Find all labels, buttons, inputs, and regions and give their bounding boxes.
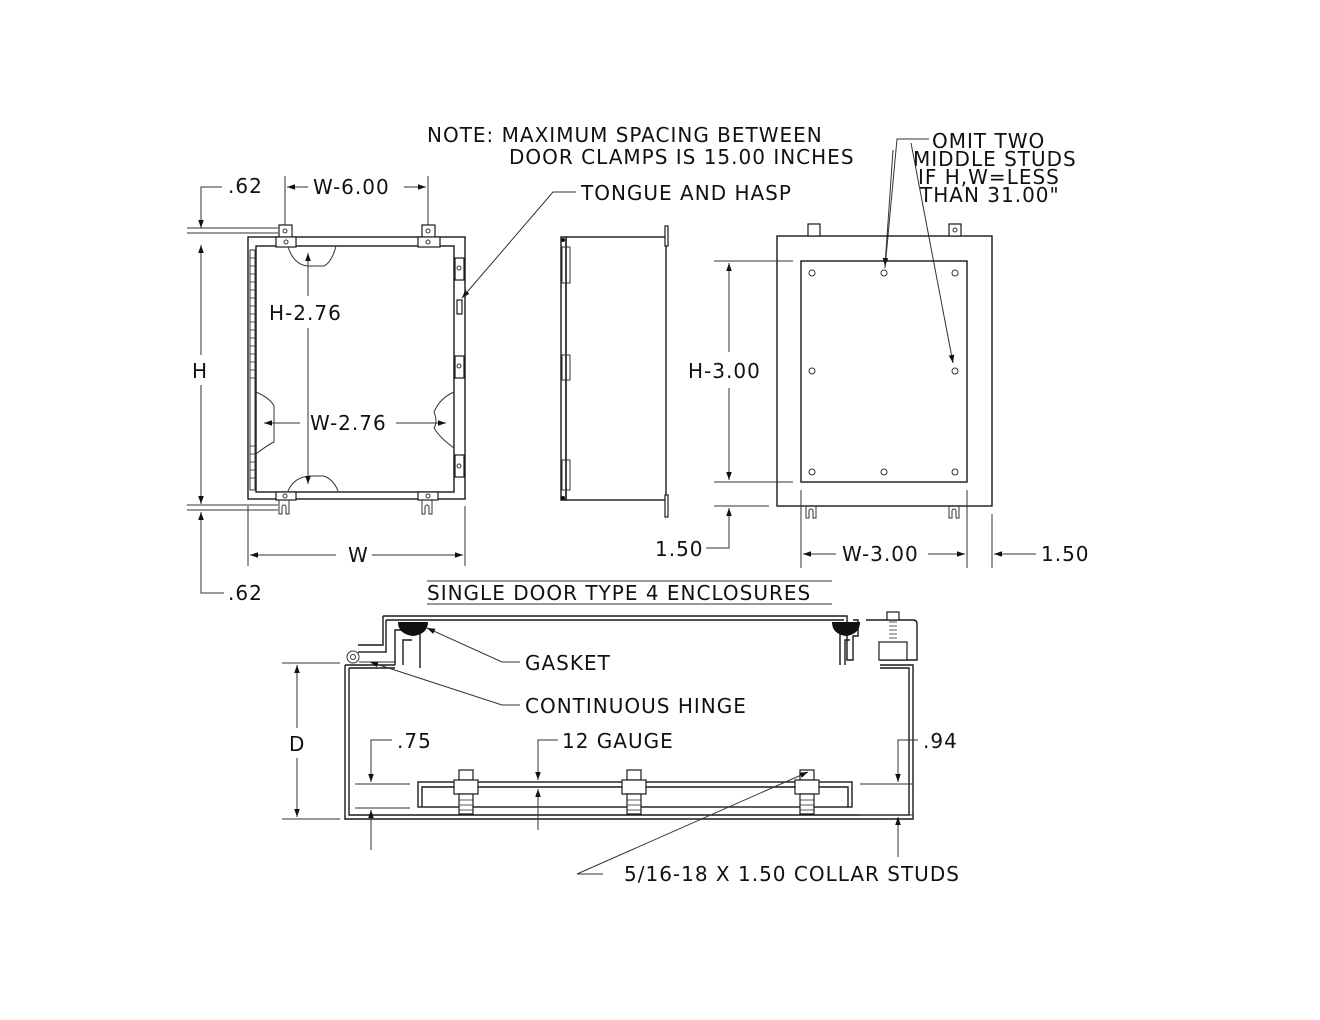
drawing-title: SINGLE DOOR TYPE 4 ENCLOSURES xyxy=(427,580,832,605)
dim-inner-height-label: H-2.76 xyxy=(269,301,342,325)
side-view xyxy=(560,225,669,518)
dim-left-standoff-label: .75 xyxy=(397,729,432,753)
dim-bottom-offset-label: .62 xyxy=(228,581,263,605)
tongue-hasp-callout: TONGUE AND HASP xyxy=(580,181,792,205)
gauge-callout: 12 GAUGE xyxy=(562,729,674,753)
note-line-1: NOTE: MAXIMUM SPACING BETWEEN xyxy=(427,123,823,147)
omit-note-line-4: THAN 31.00" xyxy=(919,183,1060,207)
dim-panel-height-label: H-3.00 xyxy=(688,359,761,383)
rear-view: H-3.00 1.50 W-3.00 1.50 xyxy=(655,223,1090,568)
dim-side-margin-label: 1.50 xyxy=(1041,542,1090,566)
title-text: SINGLE DOOR TYPE 4 ENCLOSURES xyxy=(427,581,811,605)
omit-leader-1 xyxy=(884,138,929,269)
dim-depth-label: D xyxy=(289,732,305,756)
dim-right-standoff-label: .94 xyxy=(923,729,958,753)
dim-height-label: H xyxy=(192,359,208,383)
spacing-note: NOTE: MAXIMUM SPACING BETWEEN DOOR CLAMP… xyxy=(427,123,855,169)
dim-bottom-margin-label: 1.50 xyxy=(655,537,704,561)
dim-panel-width-label: W-3.00 xyxy=(842,542,919,566)
front-view: H .62 W-6.00 H-2.76 W-2.76 W .62 TONGUE … xyxy=(187,174,792,605)
dim-width-label: W xyxy=(348,543,369,567)
dim-clamp-spacing-label: W-6.00 xyxy=(313,175,390,199)
collar-studs-callout: 5/16-18 X 1.50 COLLAR STUDS xyxy=(624,862,960,886)
gasket-callout: GASKET xyxy=(525,651,611,675)
note-line-2: DOOR CLAMPS IS 15.00 INCHES xyxy=(509,145,855,169)
hinge-callout: CONTINUOUS HINGE xyxy=(525,694,747,718)
omit-note-line-1: OMIT TWO xyxy=(932,129,1045,153)
dim-top-offset-label: .62 xyxy=(228,174,263,198)
mounting-studs xyxy=(808,269,959,476)
section-view: D GASKET CONTINUOUS HINGE .75 12 GAUGE .… xyxy=(282,611,960,886)
dim-inner-width-label: W-2.76 xyxy=(310,411,387,435)
omit-studs-note: OMIT TWO MIDDLE STUDS IF H,W=LESS THAN 3… xyxy=(882,129,1077,364)
omit-note-line-3: IF H,W=LESS xyxy=(918,165,1060,189)
omit-note-line-2: MIDDLE STUDS xyxy=(913,147,1077,171)
collar-studs xyxy=(453,769,820,815)
